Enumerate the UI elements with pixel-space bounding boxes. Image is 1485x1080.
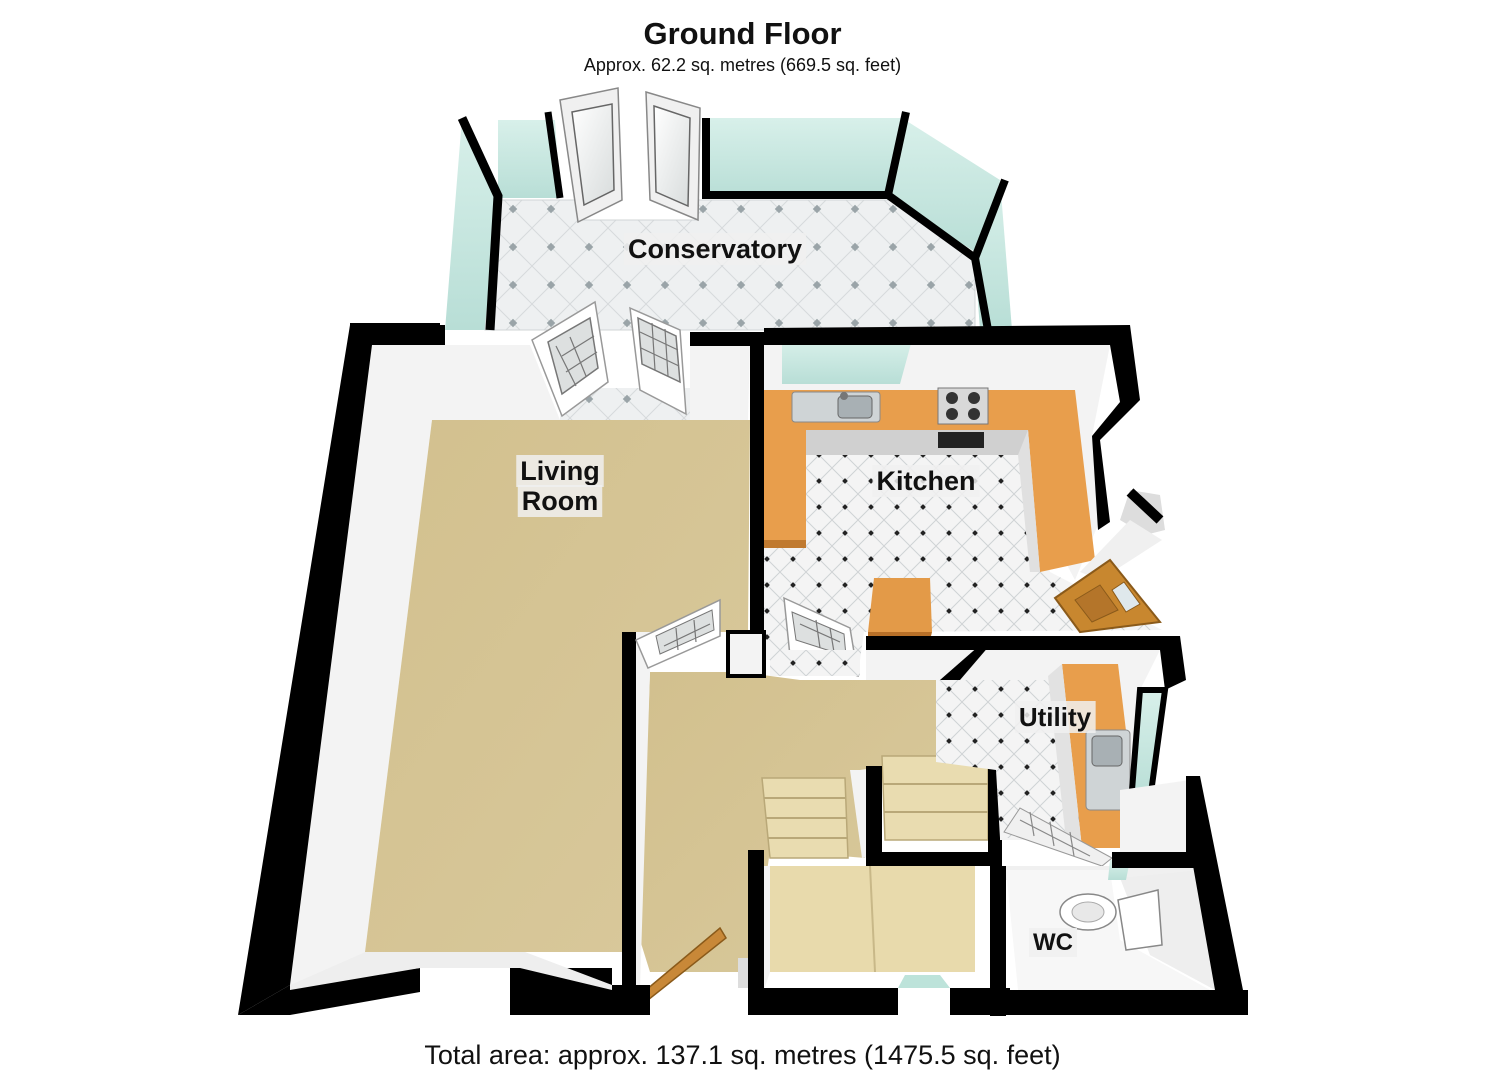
total-area: Total area: approx. 137.1 sq. metres (14… [424,1040,1061,1070]
kitchen-sink [791,391,881,423]
room-label-utility: Utility [1019,702,1092,732]
wc-floor [1006,870,1210,990]
conservatory-wall [971,178,1009,260]
living-room-bottom-wall-face [290,952,612,990]
room-label-living-room-line2: Room [522,486,599,516]
floor-title: Ground Floor [643,16,842,51]
living-room-french-doors[interactable] [531,300,687,418]
room-label-wc: WC [1033,929,1073,956]
living-kitchen-partition [750,338,764,638]
room-label-background [517,485,603,517]
living-room-wall-face [690,345,750,420]
living-room-door[interactable] [635,598,721,669]
toilet [1059,889,1163,951]
conservatory-french-doors[interactable] [559,87,701,224]
room-label-background [1014,701,1096,733]
kitchen-back-door[interactable] [1053,558,1162,634]
room-label-conservatory: Conservatory [628,234,802,264]
conservatory-glass-wall [706,118,902,198]
conservatory-wall [544,111,564,199]
conservatory: Conservatory [445,87,1012,331]
conservatory-glass-wall [890,118,1000,255]
floor-area-subtitle: Approx. 62.2 sq. metres (669.5 sq. feet) [583,55,902,75]
conservatory-wall [884,111,910,196]
staircase [761,755,1002,973]
kitchen-hob [937,387,989,448]
kitchen-window [782,340,912,384]
living-room-outer-wall [238,325,445,1015]
living-room: Living Room [238,300,764,1015]
living-room-wall-face [290,345,560,985]
living-room-carpet [365,420,750,952]
conservatory-wall [457,116,503,331]
hallway [612,598,1010,1016]
room-label-background [1029,928,1077,957]
wc: WC [1006,776,1248,1015]
room-label-kitchen: Kitchen [876,466,975,496]
room-label-background [872,465,980,497]
room-label-background [516,455,604,487]
kitchen: Kitchen [764,325,1165,678]
kitchen-island [868,578,932,640]
room-label-living-room-line1: Living [520,456,600,486]
conservatory-glass-wall [498,120,560,198]
room-label-background [623,233,807,265]
